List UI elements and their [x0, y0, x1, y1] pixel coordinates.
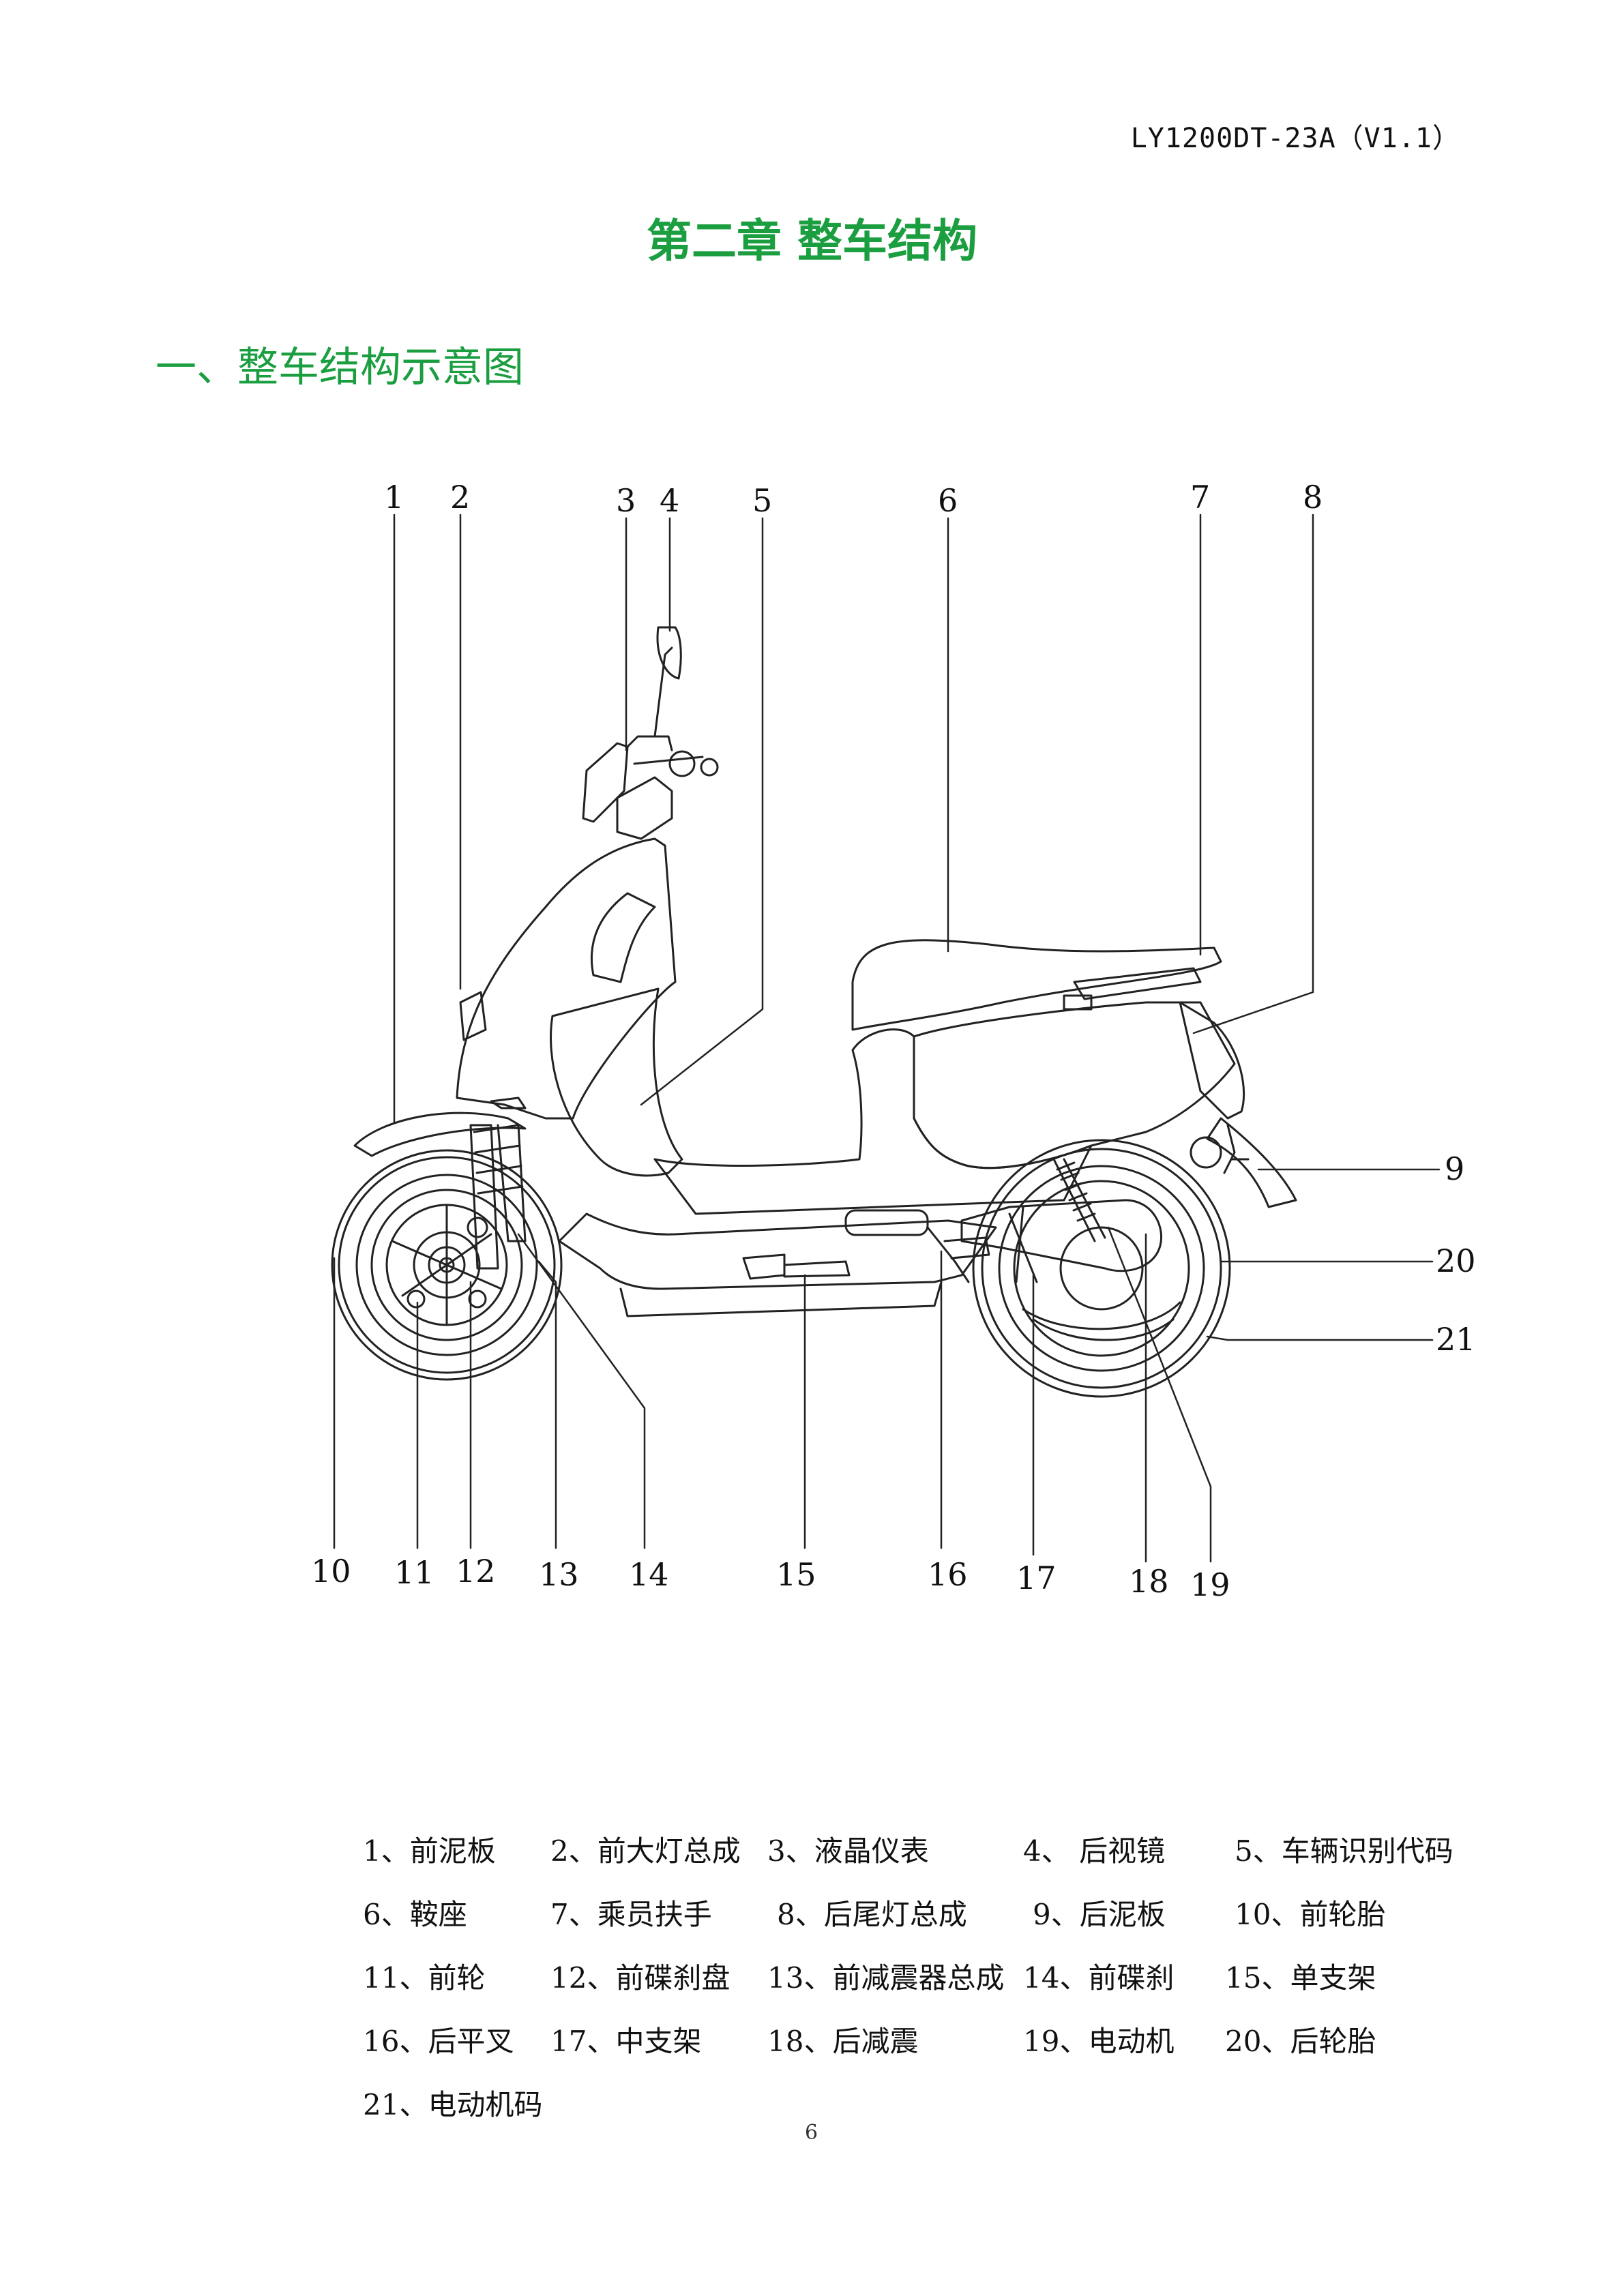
front-wheel-drawing	[331, 1149, 563, 1381]
callout-6: 6	[938, 482, 958, 519]
callout-13: 13	[539, 1556, 579, 1593]
legend-item: 19、电动机	[1023, 2025, 1175, 2058]
callout-10: 10	[311, 1553, 351, 1590]
callout-5: 5	[752, 482, 772, 519]
legend-row: 11、前轮 12、前碟刹盘 13、前减震器总成 14、前碟刹 15、单支架	[363, 1944, 1522, 2008]
side-stand-drawing	[742, 1253, 851, 1280]
callout-17: 17	[1016, 1560, 1057, 1596]
legend-item: 10、前轮胎	[1235, 1898, 1386, 1931]
legend-row: 16、后平叉 17、中支架 18、后减震 19、电动机 20、后轮胎	[363, 2008, 1522, 2071]
callout-20: 20	[1436, 1242, 1476, 1279]
legend-item: 13、前减震器总成	[767, 1961, 1005, 1995]
swing-arm-drawing	[960, 1199, 1163, 1272]
rear-wheel-drawing	[972, 1139, 1231, 1398]
callout-1: 1	[384, 479, 404, 516]
legend-row: 21、电动机码	[363, 2071, 1522, 2134]
front-fender-drawing	[353, 1112, 527, 1157]
page-number: 6	[805, 2121, 818, 2145]
callout-numbers: 1 2 3 4 5 6 7 8 9 10 11 12 13 14 15 16 1…	[311, 479, 1476, 1603]
legend-row: 6、鞍座 7、乘员扶手 8、后尾灯总成 9、后泥板 10、前轮胎	[363, 1881, 1522, 1944]
seat-drawing	[851, 939, 1222, 1031]
handlebar-drawing	[582, 626, 719, 840]
callout-9: 9	[1445, 1150, 1464, 1187]
legend-item: 15、单支架	[1225, 1961, 1376, 1995]
legend-item: 2、前大灯总成	[550, 1834, 741, 1868]
legend-item: 14、前碟刹	[1023, 1961, 1175, 1995]
callout-19: 19	[1190, 1566, 1230, 1603]
parts-legend: 1、前泥板 2、前大灯总成 3、液晶仪表 4、 后视镜 5、车辆识别代码 6、鞍…	[363, 1817, 1522, 2134]
legend-item: 9、后泥板	[1033, 1898, 1166, 1931]
rear-shock-drawing	[1052, 1158, 1106, 1242]
front-body-drawing	[456, 837, 677, 1120]
callout-21: 21	[1436, 1321, 1476, 1358]
legend-item: 16、后平叉	[363, 2025, 514, 2058]
legend-item: 12、前碟刹盘	[550, 1961, 730, 1995]
passenger-handle-drawing	[1073, 967, 1202, 1000]
legend-item: 5、车辆识别代码	[1235, 1834, 1453, 1868]
legend-item: 3、液晶仪表	[767, 1834, 929, 1868]
legend-item: 4、 后视镜	[1023, 1834, 1166, 1868]
scooter-illustration	[331, 626, 1297, 1398]
callout-12: 12	[456, 1553, 496, 1590]
callout-4: 4	[660, 482, 679, 519]
callout-leader-lines	[333, 513, 1441, 1563]
callout-15: 15	[776, 1556, 816, 1593]
floorboard-drawing	[653, 1028, 1093, 1215]
section-title: 一、整车结构示意图	[156, 344, 524, 391]
legend-item: 20、后轮胎	[1225, 2025, 1376, 2058]
legend-item: 8、后尾灯总成	[777, 1898, 967, 1931]
callout-14: 14	[629, 1556, 669, 1593]
callout-7: 7	[1190, 479, 1210, 516]
callout-18: 18	[1129, 1563, 1169, 1600]
legend-item: 21、电动机码	[363, 2088, 543, 2121]
legend-item: 11、前轮	[363, 1961, 486, 1995]
legend-item: 17、中支架	[550, 2025, 702, 2058]
legend-item: 6、鞍座	[363, 1898, 467, 1931]
center-stand-drawing	[926, 1226, 990, 1283]
callout-16: 16	[928, 1556, 968, 1593]
front-fork-drawing	[469, 1097, 527, 1270]
rear-body-drawing	[913, 1001, 1236, 1169]
legend-item: 7、乘员扶手	[550, 1898, 712, 1931]
callout-3: 3	[616, 482, 636, 519]
chapter-title: 第二章 整车结构	[647, 215, 977, 267]
headlight-drawing	[459, 991, 487, 1041]
legend-row: 1、前泥板 2、前大灯总成 3、液晶仪表 4、 后视镜 5、车辆识别代码	[363, 1817, 1522, 1881]
callout-8: 8	[1303, 479, 1323, 516]
document-code: LY1200DT-23A（V1.1）	[1130, 123, 1460, 154]
rear-fender-drawing	[1179, 1001, 1245, 1120]
callout-2: 2	[450, 479, 470, 516]
legend-item: 18、后减震	[767, 2025, 919, 2058]
callout-11: 11	[394, 1554, 434, 1591]
legend-item: 1、前泥板	[363, 1834, 496, 1868]
